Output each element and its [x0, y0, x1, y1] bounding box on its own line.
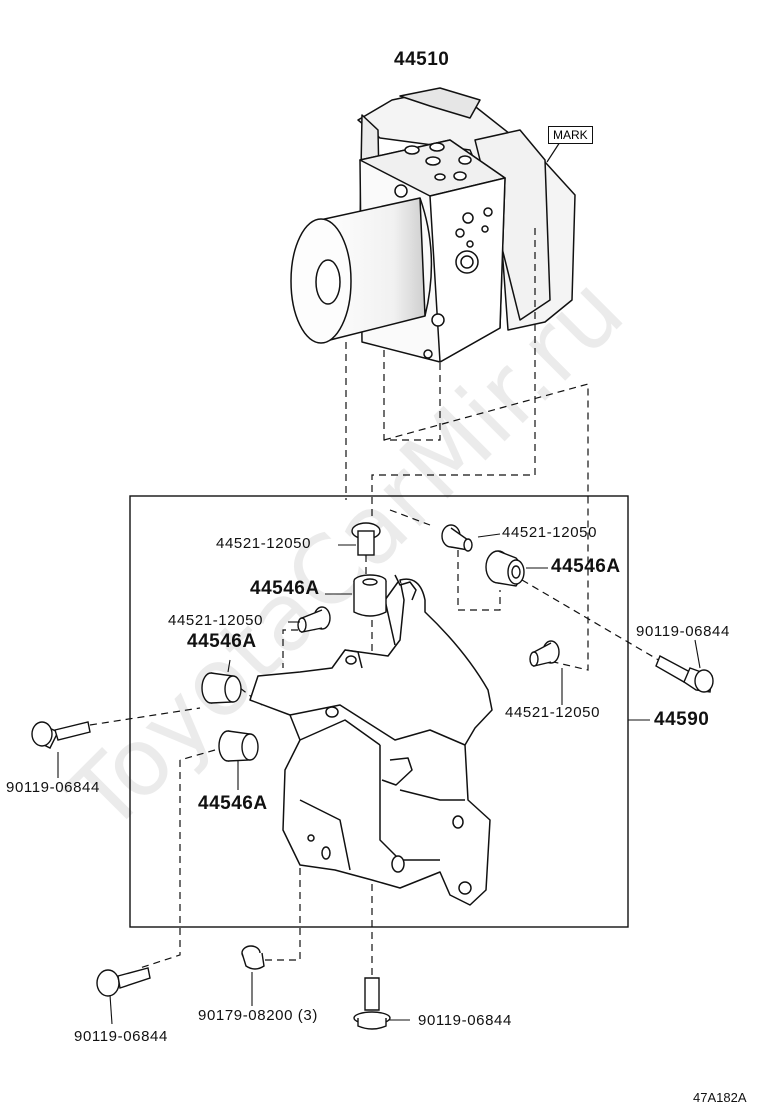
label-collar-right: 44521-12050 [505, 704, 601, 721]
bolt-right [655, 655, 714, 693]
label-cushion-right: 44546A [551, 556, 621, 577]
label-mark: MARK [548, 126, 593, 144]
actuator-assembly [290, 87, 576, 363]
cushion-right [485, 550, 525, 587]
label-nut-bottom: 90179-08200 (3) [198, 1007, 318, 1024]
collar-top-left [351, 522, 381, 556]
bolt-bottom-left [96, 967, 151, 997]
bracket-group-frame [129, 495, 629, 928]
label-collar-top-left: 44521-12050 [216, 535, 312, 552]
collar-top-right [441, 524, 473, 552]
label-actuator: 44510 [394, 49, 450, 70]
label-bolt-right: 90119-06844 [636, 623, 730, 640]
label-bolt-left: 90119-06844 [6, 779, 100, 796]
label-bracket: 44590 [654, 709, 710, 730]
bolt-left [31, 721, 91, 749]
collar-right [529, 640, 560, 667]
label-collar-mid-left: 44521-12050 [168, 612, 264, 629]
cushion-left-lower [218, 730, 259, 762]
cushion-top [353, 574, 387, 617]
figure-code: 47A182A [693, 1090, 747, 1105]
label-bolt-bottom-center: 90119-06844 [418, 1012, 512, 1029]
label-cushion-top: 44546A [250, 578, 320, 599]
label-leaders [57, 533, 701, 1025]
label-bolt-bottom-left: 90119-06844 [74, 1028, 168, 1045]
bracket-shape [249, 574, 493, 906]
mark-leader [546, 141, 561, 163]
label-collar-top-right: 44521-12050 [502, 524, 598, 541]
cushion-left-upper [201, 672, 242, 704]
nut-bottom [241, 945, 265, 970]
collar-mid-left [297, 606, 331, 633]
bolt-bottom-center [353, 977, 391, 1030]
label-cushion-left-upper: 44546A [187, 631, 257, 652]
label-cushion-left-lower: 44546A [198, 793, 268, 814]
